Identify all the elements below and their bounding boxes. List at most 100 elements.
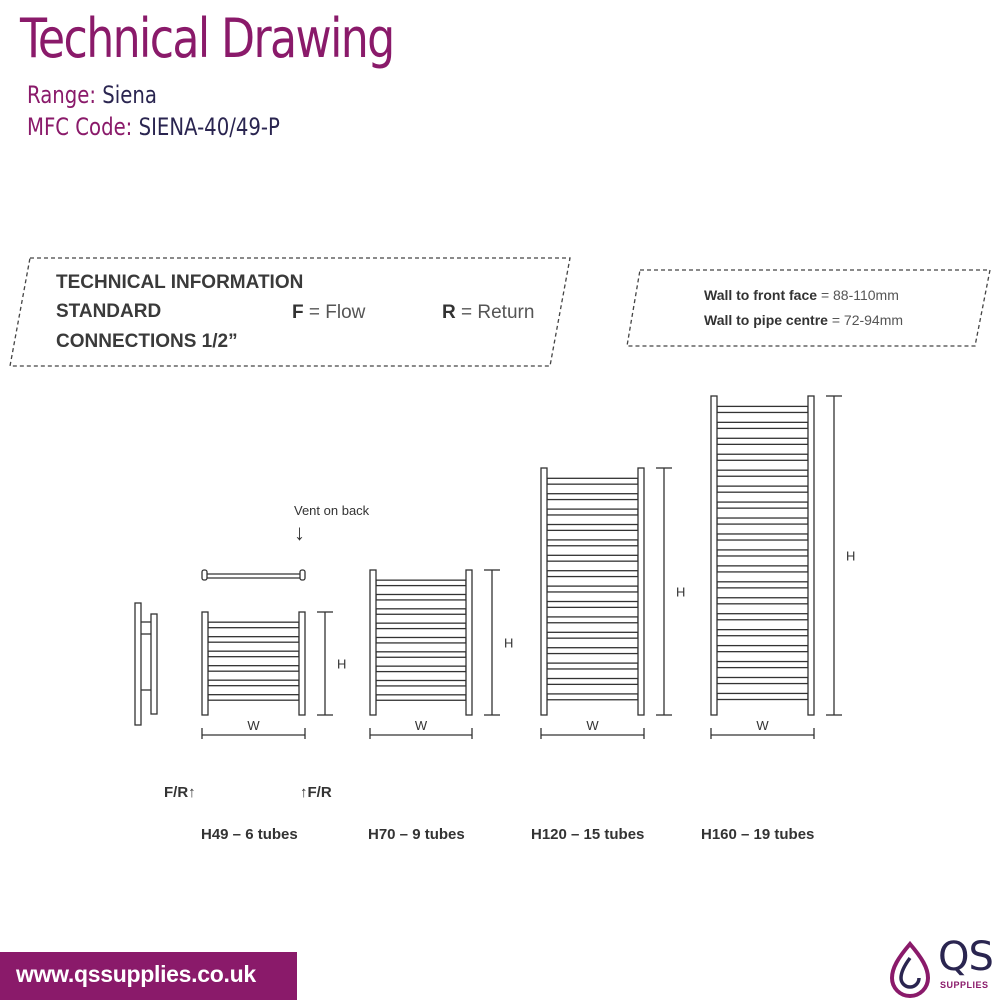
tube [716,485,809,493]
qs-logo-icon [889,940,931,998]
tube [207,650,300,658]
tube [375,622,467,630]
right-rail [465,569,473,716]
tube [546,477,639,485]
tube [716,533,809,541]
wall-info-box [626,269,991,347]
wall-front-value: = 88-110mm [820,287,899,303]
page-title: Technical Drawing [20,7,395,70]
width-symbol: W [415,718,428,733]
tube [716,692,809,701]
footer-bar [0,952,297,1000]
radiator-1: HW [201,611,346,739]
footer-url-link[interactable]: www.qssupplies.co.uk [16,961,256,987]
width-symbol: W [247,718,260,733]
radiator-4: HW [710,395,855,739]
tube [546,570,639,578]
tube [207,665,300,672]
right-rail [807,395,815,716]
tube [716,565,809,573]
height-symbol: H [504,636,513,651]
tube [207,694,300,701]
connection-right-label: ↑F/R [300,784,332,801]
tech-info-connections: CONNECTIONS 1/2” [56,331,238,352]
tube [546,539,639,547]
tube [207,636,300,643]
tube [716,453,809,461]
tech-info-heading: TECHNICAL INFORMATION [56,272,304,293]
tube [207,679,300,687]
tube [375,636,467,644]
tube [375,694,467,701]
tech-info-standard: STANDARD [56,301,162,322]
tube [716,644,809,653]
wall-pipe-value: = 72-94mm [831,312,904,328]
return-label: = Return [461,302,535,323]
left-rail [369,569,377,716]
flow-key: F [292,302,304,323]
tube [375,679,467,687]
return-legend: R = Return [442,302,534,324]
tube [546,508,639,516]
tube [546,585,639,593]
tube [375,665,467,673]
logo-subtext: SUPPLIES [940,980,989,990]
left-rail [710,395,718,716]
range-label: Range: [27,81,97,109]
wall-front-label: Wall to front face [704,287,818,303]
tube [716,501,809,509]
flow-label: = Flow [308,302,366,323]
right-rail [637,467,645,716]
tube [716,549,809,557]
tube [375,608,467,615]
wall-pipe-line: Wall to pipe centre = 72-94mm [704,312,903,328]
tube [716,613,809,621]
radiator-3: HW [540,467,685,739]
width-symbol: W [586,718,599,733]
connection-left-label: F/R↑ [164,784,196,801]
tube [546,493,639,501]
tube [546,616,639,624]
model-caption-h49: H49 – 6 tubes [201,826,298,843]
tube [716,469,809,477]
tube [716,405,809,414]
tube [375,593,467,601]
logo-text: QS [938,934,994,980]
model-caption-h70: H70 – 9 tubes [368,826,465,843]
tube [375,651,467,658]
height-symbol: H [676,585,685,600]
vent-label: Vent on back [294,503,370,518]
wall-pipe-label: Wall to pipe centre [704,312,828,328]
top-view [201,569,306,581]
right-rail [298,611,306,716]
mfc-value: SIENA-40/49-P [138,113,280,141]
wall-front-line: Wall to front face = 88-110mm [704,287,899,303]
tube [546,647,639,655]
radiator-2: HW [369,569,513,739]
tube [546,693,639,701]
range-line: Range: Siena [27,82,157,108]
left-rail [540,467,548,716]
tube [375,579,467,587]
tube [207,621,300,629]
technical-info-box [9,257,571,367]
mfc-line: MFC Code: SIENA-40/49-P [27,114,280,140]
tube [546,662,639,670]
tube [546,600,639,609]
left-rail [201,611,209,716]
side-view-wall-plate [134,602,142,726]
tube [546,554,639,562]
tube [546,677,639,686]
tube [716,597,809,605]
width-symbol: W [756,718,769,733]
flow-legend: F = Flow [292,302,365,324]
range-value: Siena [102,81,157,109]
height-symbol: H [337,657,346,672]
height-symbol: H [846,549,855,564]
tube [716,660,809,669]
vent-arrow-icon: ↓ [294,520,305,545]
tube [716,581,809,589]
tube [546,631,639,639]
